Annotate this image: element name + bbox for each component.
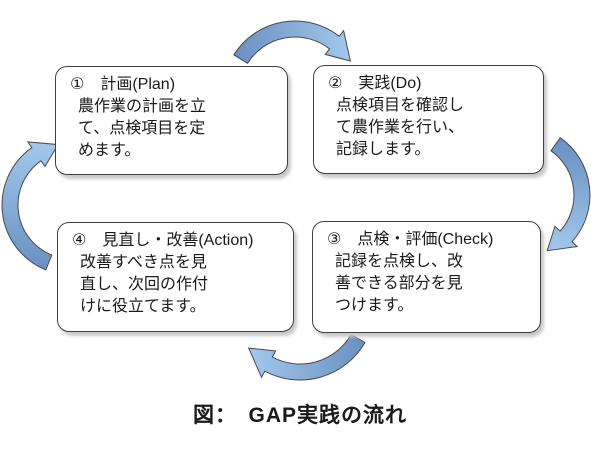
pdca-box-do: ② 実践(Do) 点検項目を確認し て農作業を行い、 記録します。 <box>313 65 544 174</box>
curved-arrow-plan-to-do-icon <box>233 20 352 64</box>
pdca-box-plan-body: 農作業の計画を立 て、点検項目を定 めます。 <box>78 98 207 159</box>
pdca-box-plan: ① 計画(Plan) 農作業の計画を立 て、点検項目を定 めます。 <box>55 66 288 175</box>
pdca-box-action-title: ④ 見直し・改善(Action) <box>72 232 254 249</box>
pdca-box-do-body: 点検項目を確認し て農作業を行い、 記録します。 <box>336 97 465 158</box>
curved-arrow-do-to-check-icon <box>546 137 591 252</box>
curved-arrow-check-to-action-icon <box>247 333 366 381</box>
pdca-box-check-body: 記録を点検し、改 善できる部分を見 つけます。 <box>335 253 464 314</box>
pdca-box-action: ④ 見直し・改善(Action) 改善すべき点を見 直し、次回の作付 けに役立て… <box>57 222 294 332</box>
pdca-box-action-body: 改善すべき点を見 直し、次回の作付 けに役立てます。 <box>80 254 209 315</box>
figure-caption: 図： GAP実践の流れ <box>192 404 407 427</box>
pdca-box-do-title: ② 実践(Do) <box>328 75 422 92</box>
curved-arrow-action-to-plan-icon <box>1 141 59 271</box>
pdca-box-check: ③ 点検・評価(Check) 記録を点検し、改 善できる部分を見 つけます。 <box>312 221 541 333</box>
pdca-box-check-title: ③ 点検・評価(Check) <box>327 231 494 248</box>
pdca-box-plan-title: ① 計画(Plan) <box>70 76 176 93</box>
